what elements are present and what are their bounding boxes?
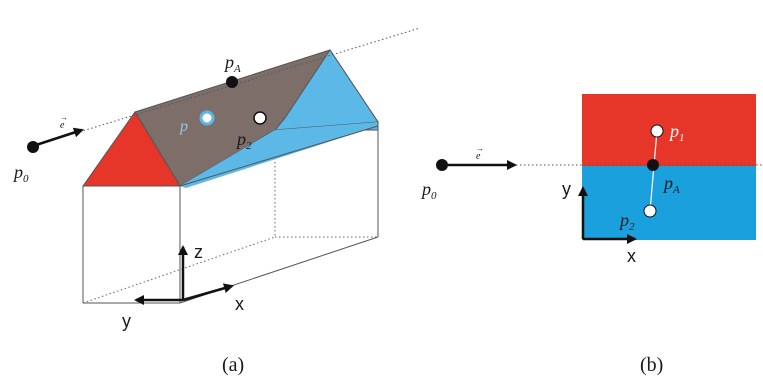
hidden-edges — [82, 130, 378, 304]
caption-b: (b) — [640, 354, 663, 376]
vector-arrow-a — [35, 127, 84, 147]
connect-line-b — [649, 130, 658, 212]
region-bottom-blue — [582, 166, 756, 240]
figure-b: e → p0 p1 pA p2 y x — [420, 94, 763, 376]
caption-a: (a) — [222, 354, 244, 376]
axis-label-x-a: x — [235, 294, 244, 314]
axes-b — [578, 186, 637, 244]
label-p2-b: p2 — [618, 210, 635, 233]
label-p1-b: p1 — [668, 121, 685, 144]
figure-a: e → p0 pA p p2 z x y — [12, 27, 421, 376]
axes-a — [134, 245, 234, 305]
point-p0-b — [436, 159, 448, 171]
vector-arrowmark-b: → — [476, 144, 484, 153]
point-p1-a — [199, 110, 215, 126]
label-pA-a: pA — [223, 52, 241, 75]
axis-label-y-b: y — [562, 179, 571, 199]
point-p2-b — [643, 204, 657, 218]
label-p2-a: p2 — [235, 129, 252, 152]
vector-label-b: e — [476, 151, 481, 162]
point-p2-a — [253, 111, 267, 125]
vector-label-a: e — [60, 120, 65, 131]
axis-label-x-b: x — [627, 246, 636, 266]
point-p0-a — [27, 141, 39, 153]
label-pA-b: pA — [662, 173, 680, 196]
region-top-red — [582, 94, 756, 166]
point-p1-b — [650, 124, 664, 138]
label-p0-b: p0 — [420, 179, 437, 202]
label-p1-a: p — [179, 118, 188, 135]
label-p0-a: p0 — [12, 162, 29, 185]
point-pA-b — [647, 159, 659, 171]
axis-label-y-a: y — [122, 311, 131, 331]
point-pA-a — [226, 76, 238, 88]
vector-arrowmark-a: → — [60, 113, 68, 122]
axis-label-z-a: z — [194, 242, 203, 262]
